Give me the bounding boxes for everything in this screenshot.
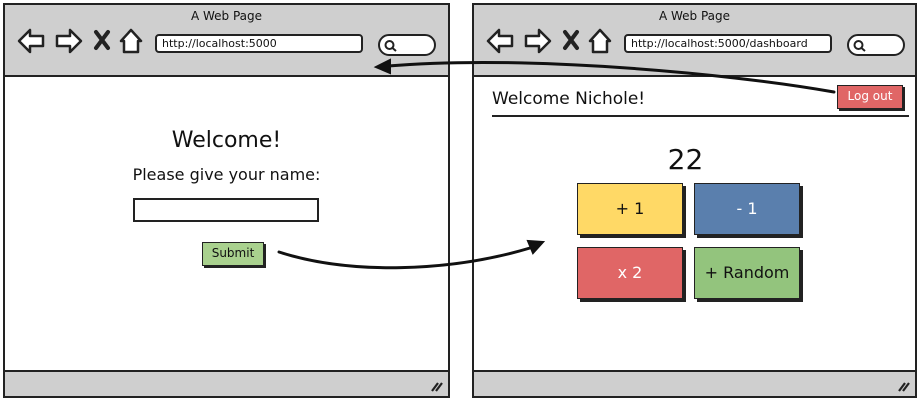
logout-button[interactable]: Log out bbox=[837, 85, 903, 109]
login-browser-window: A Web Page http://localhost:5000 Welcome… bbox=[3, 3, 450, 398]
dashboard-browser-window: A Web Page http://localhost:5000/dashboa… bbox=[472, 3, 917, 398]
window-title: A Web Page bbox=[658, 9, 731, 23]
logout-to-login-arrow bbox=[373, 58, 836, 94]
header-divider bbox=[492, 115, 909, 117]
resize-grip-icon[interactable] bbox=[429, 379, 443, 393]
status-bar bbox=[474, 370, 915, 396]
plus-random-button[interactable]: + Random bbox=[694, 247, 800, 299]
resize-grip-icon[interactable] bbox=[896, 379, 910, 393]
close-x-icon[interactable] bbox=[563, 30, 579, 50]
welcome-user-text: Welcome Nichole! bbox=[492, 89, 646, 109]
home-icon[interactable] bbox=[588, 28, 612, 54]
window-title: A Web Page bbox=[190, 9, 263, 23]
search-box[interactable] bbox=[378, 34, 436, 56]
counter-value: 22 bbox=[667, 143, 704, 176]
name-input[interactable] bbox=[133, 198, 319, 222]
forward-arrow-icon[interactable] bbox=[55, 28, 83, 54]
name-prompt-label: Please give your name: bbox=[132, 165, 321, 184]
forward-arrow-icon[interactable] bbox=[524, 28, 552, 54]
submit-button[interactable]: Submit bbox=[202, 242, 264, 266]
browser-chrome: A Web Page http://localhost:5000 bbox=[5, 5, 448, 77]
submit-to-dashboard-arrow bbox=[277, 239, 546, 270]
address-bar[interactable]: http://localhost:5000/dashboard bbox=[624, 34, 832, 53]
welcome-heading: Welcome! bbox=[171, 128, 282, 153]
home-icon[interactable] bbox=[119, 28, 143, 54]
minus-one-button[interactable]: - 1 bbox=[694, 183, 800, 235]
address-bar[interactable]: http://localhost:5000 bbox=[155, 34, 363, 53]
back-arrow-icon[interactable] bbox=[17, 28, 45, 54]
nav-controls bbox=[17, 28, 143, 54]
search-icon bbox=[853, 40, 866, 52]
plus-one-button[interactable]: + 1 bbox=[577, 183, 683, 235]
search-icon bbox=[384, 40, 397, 52]
back-arrow-icon[interactable] bbox=[486, 28, 514, 54]
times-two-button[interactable]: x 2 bbox=[577, 247, 683, 299]
status-bar bbox=[5, 370, 448, 396]
nav-controls bbox=[486, 28, 612, 54]
search-box[interactable] bbox=[847, 34, 905, 56]
close-x-icon[interactable] bbox=[94, 30, 110, 50]
